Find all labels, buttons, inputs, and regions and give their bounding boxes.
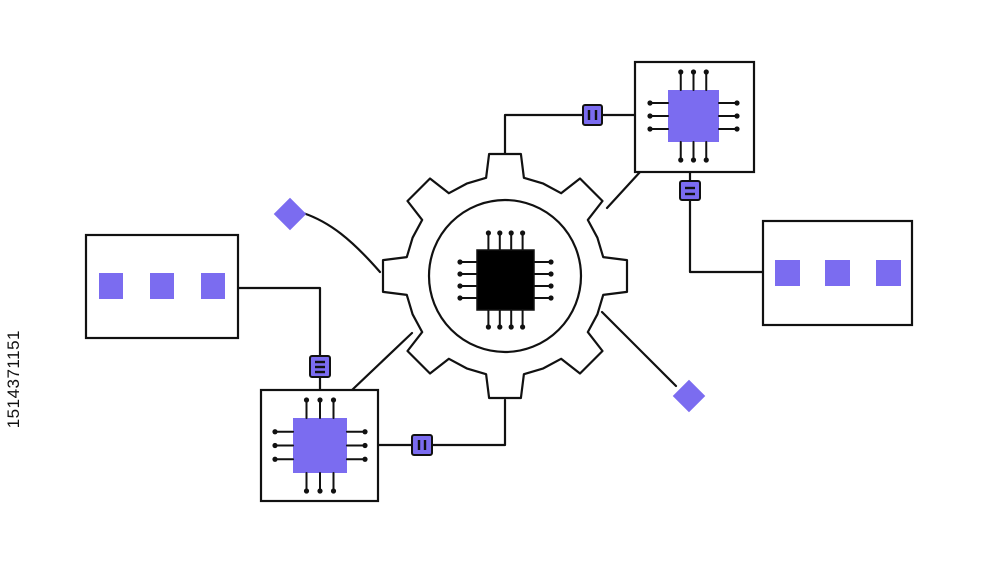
chip-pin-dot xyxy=(303,488,310,494)
chip-pin-dot xyxy=(362,442,368,449)
chip-pin-dot xyxy=(520,324,526,330)
panel-left-square-1 xyxy=(99,273,123,299)
badge-top xyxy=(582,104,603,126)
chip-pin-dot xyxy=(703,157,709,163)
chip-pin-dot xyxy=(678,69,684,75)
chip-pin-dot xyxy=(548,271,554,277)
diamond-left-icon xyxy=(273,197,307,231)
badge-left xyxy=(309,355,331,378)
chip-pin-dot xyxy=(362,456,368,462)
connector-lines xyxy=(236,113,767,447)
chip-pin-dot xyxy=(272,429,278,435)
connector-gear-to-bottom-chip xyxy=(376,398,507,447)
panel-left-square-3 xyxy=(201,273,225,299)
chip-pin-dot xyxy=(548,259,554,265)
panel-left-square-2 xyxy=(150,273,174,299)
chip-pin-dot xyxy=(497,324,503,330)
connector-gear-to-top-chip-diagonal xyxy=(605,170,642,210)
connector-diamond-left-to-gear xyxy=(301,211,382,274)
chip-pin-dot xyxy=(457,259,463,265)
chip-pin-dot xyxy=(272,442,278,449)
chip-pin-dot xyxy=(678,157,684,163)
chip-pin-dot xyxy=(548,283,554,289)
chip-pin-dot xyxy=(734,100,740,106)
connector-gear-to-diamond-right xyxy=(600,310,678,388)
chip-pin-dot xyxy=(362,429,368,435)
chip-pin-dot xyxy=(647,113,653,119)
chip-pin-dot xyxy=(647,100,653,106)
chip-pin-dot xyxy=(690,157,697,163)
panel-right xyxy=(761,219,914,327)
connector-gear-to-bottom-chip-diagonal xyxy=(350,331,414,392)
chip-top-right-icon xyxy=(633,60,756,174)
chip-body xyxy=(293,418,347,473)
chip-pin-dot xyxy=(485,230,491,236)
connector-top-chip-to-right-panel xyxy=(688,170,767,274)
connector-left-panel-to-bottom-chip xyxy=(236,286,322,392)
chip-pin-dot xyxy=(330,397,337,403)
chip-pin-dot xyxy=(508,324,514,330)
chip-body xyxy=(668,90,719,142)
chip-pin-dot xyxy=(457,295,463,301)
chip-pin-dot xyxy=(690,69,697,75)
chip-pin-dot xyxy=(508,230,514,236)
panel-right-square-1 xyxy=(775,260,800,286)
connector-gear-to-top-chip xyxy=(503,113,637,160)
chip-pin-dot xyxy=(647,126,653,132)
chip-pin-dot xyxy=(272,456,278,462)
connector-badges xyxy=(309,104,701,456)
chip-pin-dot xyxy=(734,113,740,119)
chip-bottom-left-icon xyxy=(259,388,380,503)
chip-pin-dot xyxy=(457,271,463,277)
chip-pin-dot xyxy=(317,488,323,494)
chip-pin-dot xyxy=(457,283,463,289)
chip-pin-dot xyxy=(303,397,310,403)
stock-id-watermark: 1514371151 xyxy=(4,330,23,429)
chip-pin-dot xyxy=(703,69,709,75)
chip-body xyxy=(476,249,535,311)
chip-pin-dot xyxy=(734,126,740,132)
badge-bottom xyxy=(411,434,433,456)
panel-right-square-3 xyxy=(876,260,901,286)
chip-pin-dot xyxy=(317,397,323,403)
panel-left xyxy=(84,233,240,340)
badge-right xyxy=(679,180,701,201)
chip-pin-dot xyxy=(485,324,491,330)
chip-pin-dot xyxy=(330,488,337,494)
chip-pin-dot xyxy=(548,295,554,301)
chip-pin-dot xyxy=(497,230,503,236)
chip-pin-dot xyxy=(520,230,526,236)
diamond-right-icon xyxy=(672,379,706,413)
panel-right-square-2 xyxy=(825,260,850,286)
core-processor-chip-icon xyxy=(457,230,554,330)
